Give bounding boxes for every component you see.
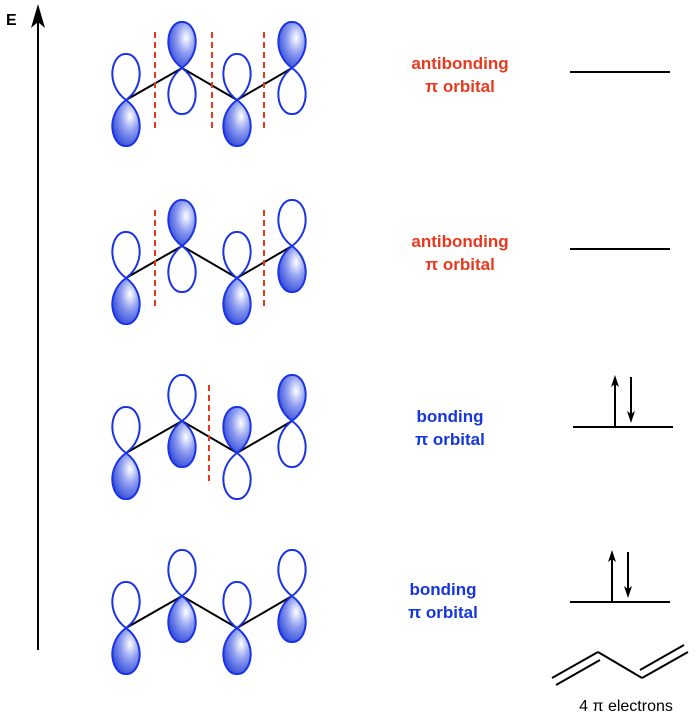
p-orbital-lobe-down <box>222 626 252 676</box>
p-orbital-lobe-down <box>277 66 307 116</box>
p-orbital-lobe-down <box>111 276 141 326</box>
p-orbital-lobe-down <box>277 594 307 644</box>
p-orbital-lobe-up <box>167 20 197 70</box>
spin-up-arrow-icon <box>608 550 616 562</box>
electron-count-caption: 4 π electrons <box>579 698 673 715</box>
p-orbital-lobe-down <box>277 244 307 294</box>
orbital-row-2 <box>111 373 673 501</box>
energy-axis-label: E <box>6 12 17 29</box>
orbital-row-0 <box>111 20 670 148</box>
p-orbital-lobe-up <box>167 548 197 598</box>
p-orbital-lobe-up <box>277 20 307 70</box>
p-orbital-lobe-up <box>111 52 141 102</box>
p-orbital-lobe-down <box>167 419 197 469</box>
p-orbital-lobe-down <box>111 626 141 676</box>
p-orbital-lobe-up <box>277 548 307 598</box>
p-orbital-lobe-down <box>222 98 252 148</box>
butadiene-structure <box>551 644 689 686</box>
p-orbital-lobe-down <box>167 594 197 644</box>
p-orbital-lobe-up <box>222 52 252 102</box>
p-orbital-lobe-up <box>167 198 197 248</box>
carbon-skeleton <box>125 594 293 630</box>
p-orbital-lobe-up <box>111 405 141 455</box>
p-orbital-lobe-down <box>167 66 197 116</box>
orbital-row-3 <box>111 548 670 676</box>
p-orbital-lobe-up <box>111 230 141 280</box>
p-orbital-lobe-up <box>111 580 141 630</box>
p-orbital-lobe-up <box>277 373 307 423</box>
p-orbital-lobe-up <box>222 580 252 630</box>
orbital-row-1 <box>111 198 670 326</box>
energy-axis-arrow-icon <box>31 4 45 28</box>
carbon-skeleton <box>125 66 293 102</box>
spin-down-arrow-icon <box>624 586 632 598</box>
p-orbital-lobe-down <box>277 419 307 469</box>
spin-down-arrow-icon <box>627 411 635 423</box>
p-orbital-lobe-up <box>277 198 307 248</box>
p-orbital-lobe-down <box>222 451 252 501</box>
carbon-skeleton <box>125 244 293 280</box>
p-orbital-lobe-down <box>167 244 197 294</box>
p-orbital-lobe-down <box>111 451 141 501</box>
p-orbital-lobe-up <box>222 405 252 455</box>
p-orbital-lobe-down <box>222 276 252 326</box>
p-orbital-lobe-up <box>222 230 252 280</box>
p-orbital-lobe-down <box>111 98 141 148</box>
p-orbital-lobe-up <box>167 373 197 423</box>
spin-up-arrow-icon <box>611 375 619 387</box>
